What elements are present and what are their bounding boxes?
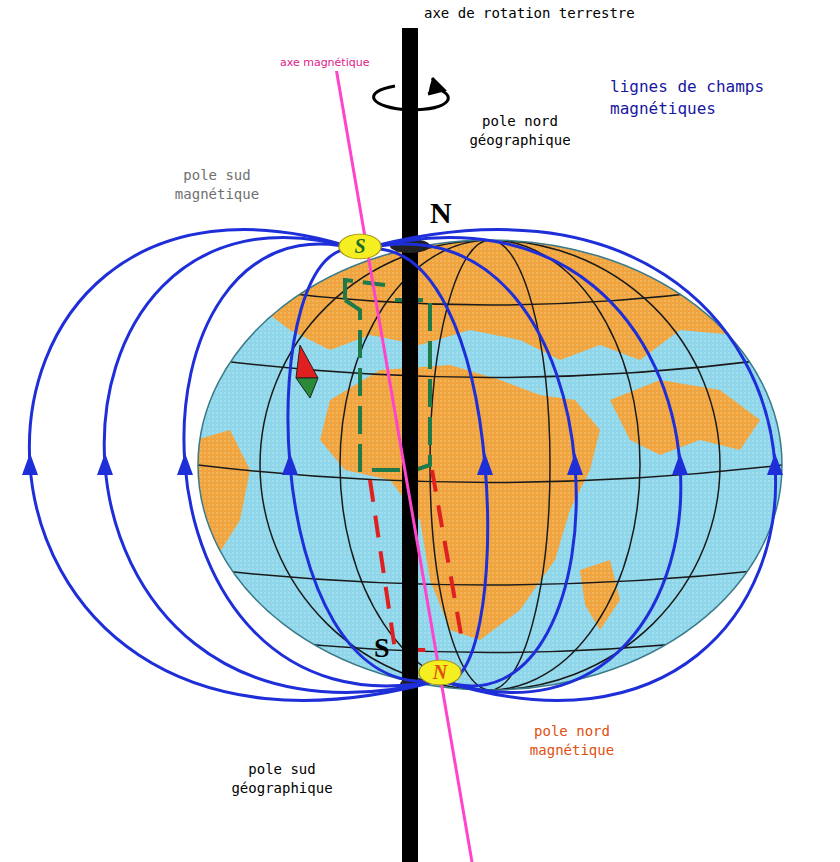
field-line	[29, 230, 440, 701]
continents	[195, 238, 760, 640]
field-arrow	[477, 453, 493, 475]
axis-label: axe magnétique	[278, 56, 371, 71]
rotation-arrow	[374, 78, 449, 110]
pole-letter: S	[350, 235, 370, 258]
pole-label: pole sud géographique	[205, 760, 359, 798]
field-line	[104, 237, 440, 692]
field-label: lignes de champs magnétiques	[608, 76, 838, 119]
field-line	[360, 230, 776, 701]
rotation-axis	[402, 28, 418, 862]
compass-needle	[296, 345, 318, 398]
magnetic-pole: S	[338, 233, 382, 260]
field-arrow	[567, 453, 583, 475]
field-line	[360, 237, 681, 692]
pole-label: pole nord magnétique	[500, 722, 644, 760]
axis-label: axe de rotation terrestre	[422, 4, 637, 23]
field-line	[184, 244, 440, 686]
magnetic-pole: N	[418, 659, 462, 686]
magnetic-axis	[335, 62, 472, 862]
field-line	[360, 244, 576, 686]
pole-letter: N	[428, 198, 454, 228]
field-arrow	[672, 453, 688, 475]
globe-grid	[198, 240, 782, 690]
field-arrow	[177, 453, 193, 475]
pole-label: pole nord géographique	[448, 112, 592, 150]
field-arrow	[282, 453, 298, 475]
field-line	[360, 249, 488, 682]
field-lines	[22, 230, 783, 701]
field-arrow	[97, 453, 113, 475]
field-line	[288, 249, 440, 682]
pole-label: pole sud magnétique	[140, 166, 294, 204]
field-arrow	[22, 453, 38, 475]
field-arrow	[767, 453, 783, 475]
pole-letter: S	[372, 634, 392, 662]
pole-letter: N	[430, 661, 450, 684]
